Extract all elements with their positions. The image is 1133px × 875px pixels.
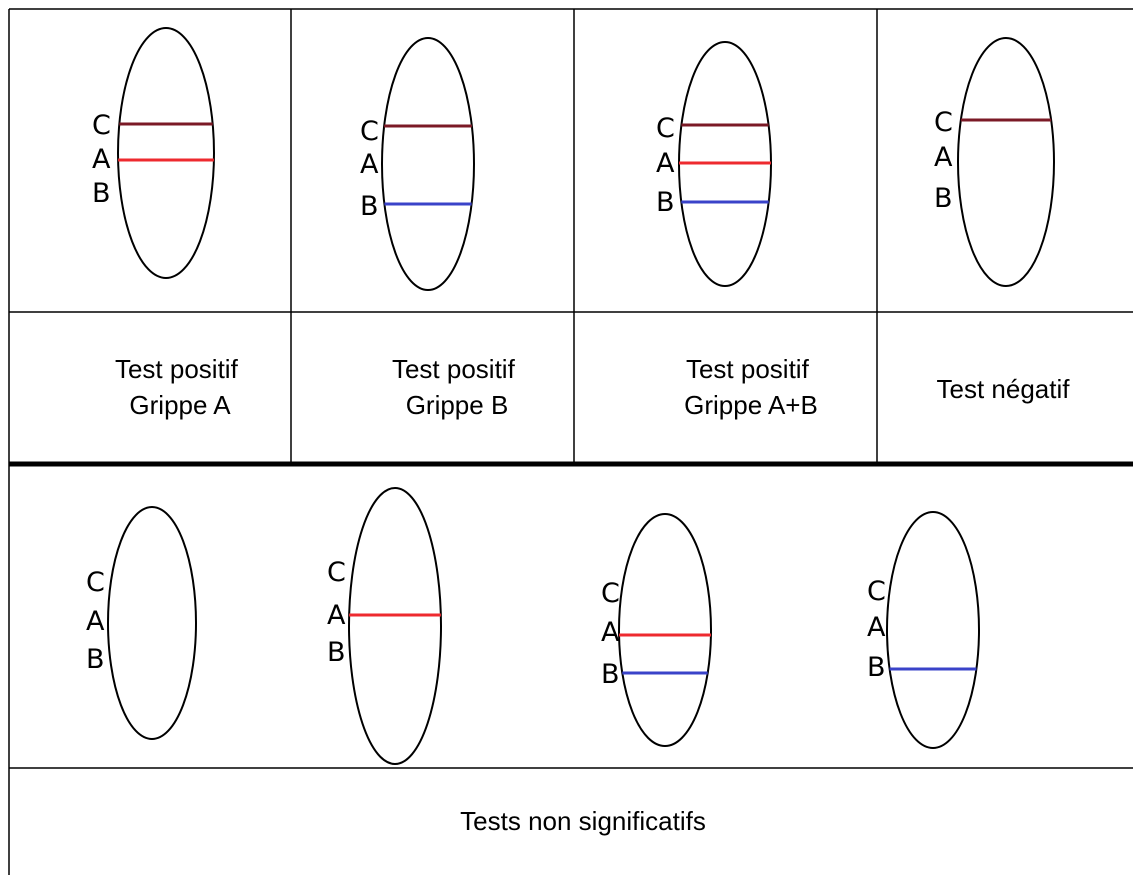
test-strip-outline xyxy=(107,506,197,740)
strip-letter: A xyxy=(92,144,111,175)
strip-positive-flu-a: CAB xyxy=(92,27,215,279)
strip-invalid-a-b: CAB xyxy=(601,513,712,747)
caption-invalid-tests: Tests non significatifs xyxy=(460,806,706,836)
strip-letter: A xyxy=(360,149,379,180)
caption-positive-flu-a: Test positif Grippe A xyxy=(115,354,245,420)
strip-letter: C xyxy=(327,557,346,588)
strip-letter: A xyxy=(601,617,620,648)
strip-letter: B xyxy=(601,659,620,690)
strip-letter: C xyxy=(934,107,953,138)
caption-line: Test positif xyxy=(392,354,516,384)
strip-letter: B xyxy=(360,191,379,222)
strip-letter: B xyxy=(656,187,675,218)
caption-line: Test positif xyxy=(115,354,239,384)
strip-letter: C xyxy=(92,110,111,141)
test-strip-outline xyxy=(381,37,475,291)
caption-line: Grippe A+B xyxy=(684,390,818,420)
caption-line: Test positif xyxy=(686,354,810,384)
strip-letter: A xyxy=(86,606,105,637)
strip-invalid-b-only: CAB xyxy=(867,511,980,749)
strip-letter: B xyxy=(327,637,346,668)
test-strip-outline xyxy=(886,511,980,749)
caption-positive-flu-b: Test positif Grippe B xyxy=(392,354,522,420)
strip-letter: C xyxy=(656,113,675,144)
caption-line: Test négatif xyxy=(937,374,1071,404)
strip-letter: B xyxy=(867,652,886,683)
strip-letter: B xyxy=(934,183,953,214)
strip-letter: C xyxy=(867,576,886,607)
caption-positive-flu-a-b: Test positif Grippe A+B xyxy=(684,354,818,420)
strip-letter: C xyxy=(360,116,379,147)
caption-negative: Test négatif xyxy=(937,374,1071,404)
strip-letter: B xyxy=(92,178,111,209)
strip-letter: A xyxy=(867,612,886,643)
test-strip-outline xyxy=(117,27,215,279)
strip-negative: CAB xyxy=(934,37,1055,287)
test-strip-outline xyxy=(957,37,1055,287)
test-strip-outline xyxy=(348,487,442,765)
strip-letter: A xyxy=(656,148,675,179)
strip-letter: C xyxy=(86,567,105,598)
strip-letter: A xyxy=(934,142,953,173)
strip-letter: B xyxy=(86,644,105,675)
caption-line: Grippe B xyxy=(406,390,509,420)
strip-invalid-a-only: CAB xyxy=(327,487,442,765)
results-table-grid xyxy=(8,8,1133,875)
caption-line: Grippe A xyxy=(129,390,231,420)
strip-positive-flu-b: CAB xyxy=(360,37,475,291)
strip-invalid-no-control: CAB xyxy=(86,506,197,740)
test-strip-outline xyxy=(618,513,712,747)
strip-letter: A xyxy=(327,600,346,631)
strip-letter: C xyxy=(601,578,620,609)
strip-positive-flu-a-b: CAB xyxy=(656,41,772,287)
